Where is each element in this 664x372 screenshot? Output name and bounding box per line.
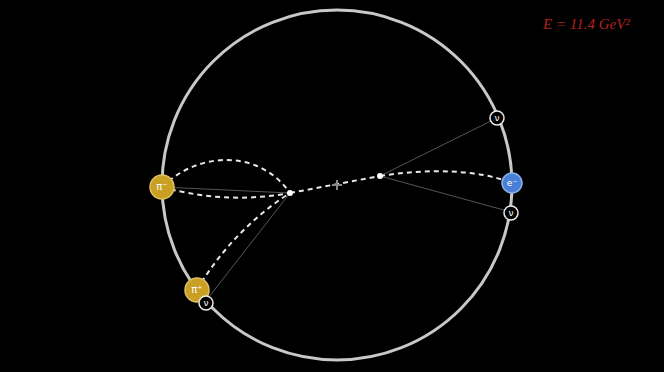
- particle-symbol: ν: [198, 295, 214, 311]
- dashed-propagator: [380, 171, 512, 183]
- particle-symbol: π⁻: [149, 174, 175, 200]
- energy-label: E = 11.4 GeV²: [543, 16, 630, 33]
- cross-line: [336, 180, 338, 190]
- dashed-propagator: [197, 193, 290, 290]
- momentum-line: [205, 193, 290, 302]
- particle-disc: [150, 175, 174, 199]
- particle-symbol: ν: [503, 205, 519, 221]
- dashed-propagator: [162, 160, 290, 193]
- dashed-propagator: [290, 176, 380, 193]
- vertex-dot: [377, 173, 383, 179]
- particle-disc: [502, 173, 522, 193]
- particle-symbol: ν: [489, 110, 505, 126]
- particle-marker: e⁻: [501, 172, 523, 194]
- propagator-lines: [162, 160, 512, 290]
- particle-disc: [490, 111, 504, 125]
- particle-disc: [199, 296, 213, 310]
- particle-marker: ν: [198, 295, 214, 311]
- vertex-dot: [287, 190, 293, 196]
- dashed-propagator: [162, 187, 290, 198]
- boundary-circle: [162, 10, 512, 360]
- particle-symbol: e⁻: [501, 172, 523, 194]
- particle-marker: π⁻: [149, 174, 175, 200]
- momentum-line: [380, 118, 497, 176]
- particle-marker: ν: [489, 110, 505, 126]
- particle-disc: [504, 206, 518, 220]
- center-cross: [332, 180, 342, 190]
- particle-marker: ν: [503, 205, 519, 221]
- momentum-line: [380, 176, 511, 212]
- momentum-lines: [162, 118, 511, 302]
